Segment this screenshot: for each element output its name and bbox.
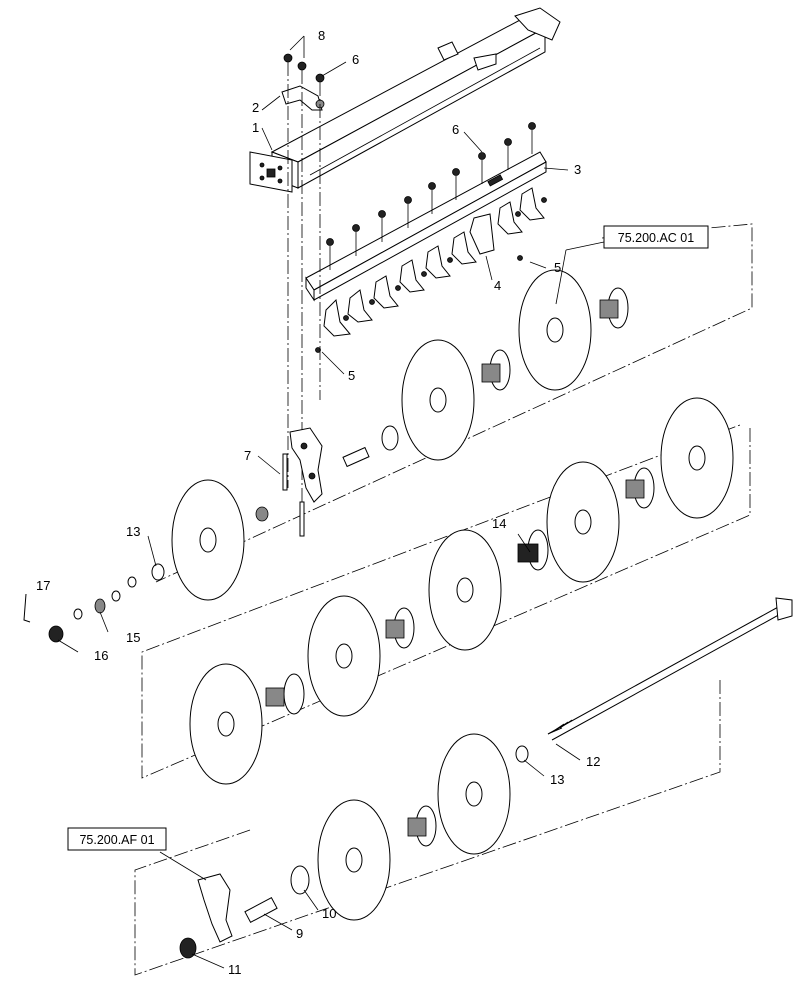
callout-6b: 6 [452,122,459,137]
callout-7: 7 [244,448,251,463]
scraper-blades [315,187,547,353]
scraper-bolts [326,122,536,270]
gang-bolt [547,597,793,741]
ref-box-bottom: 75.200.AF 01 [67,827,167,851]
callout-4: 4 [494,278,501,293]
callout-9: 9 [296,926,303,941]
callout-3: 3 [574,162,581,177]
end-hardware-left [23,563,165,643]
callout-15: 15 [126,630,140,645]
callout-1: 1 [252,120,259,135]
disc-gang-middle [189,397,734,785]
callout-16: 16 [94,648,108,663]
callout-11: 11 [228,962,242,977]
callout-8: 8 [318,28,325,43]
callout-12: 12 [586,754,600,769]
main-beam [249,7,561,193]
callout-10: 10 [322,906,336,921]
callout-13b: 13 [550,772,564,787]
callout-13a: 13 [126,524,140,539]
ref-label-bottom: 75.200.AF 01 [79,833,154,847]
callout-14: 14 [492,516,506,531]
callout-6a: 6 [352,52,359,67]
callout-numbers: 1 2 3 4 5 5 6 6 7 8 9 10 11 12 13 13 14 … [36,28,600,977]
ref-label-top: 75.200.AC 01 [618,231,694,245]
hanger-assembly [282,62,323,537]
callout-17: 17 [36,578,50,593]
ref-box-top: 75.200.AC 01 [603,225,709,249]
scraper-bar [305,151,547,302]
callout-5b: 5 [348,368,355,383]
callout-5a: 5 [554,260,561,275]
leader-lines [57,35,605,969]
disc-gang-lower [179,733,529,959]
disc-gang-upper [171,269,629,601]
callout-2: 2 [252,100,259,115]
